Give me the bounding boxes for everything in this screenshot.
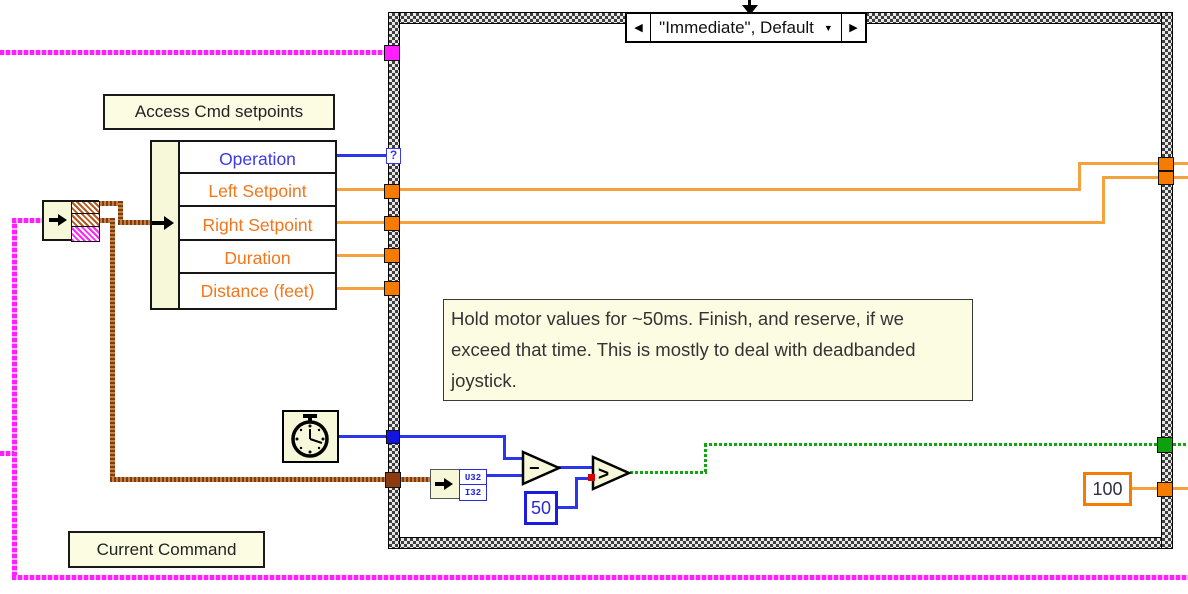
greater-than-node[interactable]: > xyxy=(591,455,632,491)
wire-blue-u32-out xyxy=(484,474,525,477)
greater-symbol: > xyxy=(598,464,609,485)
unbundle-field-duration[interactable]: Duration xyxy=(178,239,337,278)
chevron-down-icon[interactable]: ▼ xyxy=(823,22,833,33)
wire-blue-clock xyxy=(338,435,505,438)
wire-100-out xyxy=(1132,487,1160,490)
tunnel-distance[interactable] xyxy=(384,281,400,296)
constant-50[interactable]: 50 xyxy=(524,491,558,525)
wire-brown-to-timeref xyxy=(110,477,432,482)
wire-left-setpoint-out xyxy=(333,188,386,191)
wire-brown-out1-c xyxy=(118,220,154,225)
tunnel-duration[interactable] xyxy=(384,248,400,263)
unbundle-field-distance[interactable]: Distance (feet) xyxy=(178,272,337,310)
cluster-unbundle-node[interactable] xyxy=(42,200,100,242)
wire-duration-out xyxy=(333,254,386,257)
wire-left-setpoint-exit xyxy=(1174,162,1188,165)
wire-right-setpoint-in xyxy=(400,221,1105,224)
wire-left-setpoint-in xyxy=(400,188,1081,191)
case-structure-border-bottom xyxy=(388,537,1173,549)
case-selector-label[interactable]: "Immediate", Default ▼ xyxy=(650,14,842,41)
tunnel-out-100[interactable] xyxy=(1157,482,1173,497)
tunnel-left-setpoint[interactable] xyxy=(384,184,400,199)
wire-pink-to-unbundle xyxy=(12,218,42,223)
selector-pointer-arrow-icon xyxy=(742,5,758,15)
wire-right-setpoint-top xyxy=(1102,176,1161,179)
tunnel-out-boolean[interactable] xyxy=(1157,437,1173,453)
cluster-type-icon xyxy=(71,226,100,242)
input-arrow-icon xyxy=(58,214,67,226)
clock-icon xyxy=(291,414,329,458)
label-current-command: Current Command xyxy=(68,531,265,568)
wire-blue-clock-down xyxy=(503,435,506,460)
case-selector-text: "Immediate", Default xyxy=(659,17,814,37)
wire-green-out xyxy=(630,471,707,474)
input-arrow-icon xyxy=(152,221,165,225)
constant-100[interactable]: 100 xyxy=(1083,472,1132,506)
wire-green-rise xyxy=(704,444,707,474)
wire-pink-left-vertical xyxy=(12,218,17,580)
case-selector-terminal[interactable]: ? xyxy=(386,148,401,164)
timestamp-unbundle-node[interactable]: U32 I32 xyxy=(430,469,487,501)
subtract-node[interactable]: − xyxy=(521,450,561,486)
wire-right-setpoint-out xyxy=(333,221,386,224)
wire-brown-out1-b xyxy=(118,201,123,225)
unbundle-field-operation[interactable]: Operation xyxy=(178,140,337,178)
wire-100-exit xyxy=(1173,487,1188,490)
case-next-button[interactable]: ▶ xyxy=(849,22,858,34)
case-prev-button[interactable]: ◀ xyxy=(634,22,643,34)
wire-blue-sub-out xyxy=(557,466,595,469)
wire-blue-50-c xyxy=(575,477,595,480)
tunnel-out-right-setpoint[interactable] xyxy=(1158,171,1174,185)
comment-box: Hold motor values for ~50ms. Finish, and… xyxy=(443,299,973,401)
wire-left-setpoint-top xyxy=(1078,162,1161,165)
selector-pointer-stem xyxy=(748,0,751,7)
tunnel-right-setpoint[interactable] xyxy=(384,216,400,231)
i32-type-cell: I32 xyxy=(459,484,487,501)
input-arrow-icon xyxy=(164,216,174,230)
case-selector[interactable]: ◀ "Immediate", Default ▼ ▶ xyxy=(625,12,867,43)
wire-brown-out2-a xyxy=(98,218,115,223)
wire-distance-out xyxy=(333,287,386,290)
wire-right-setpoint-rise xyxy=(1102,177,1105,224)
tunnel-clock[interactable] xyxy=(386,430,400,444)
cluster-type-icon xyxy=(71,213,100,229)
wire-left-setpoint-rise xyxy=(1078,163,1081,191)
wire-right-setpoint-exit xyxy=(1174,176,1188,179)
label-access-cmd-setpoints: Access Cmd setpoints xyxy=(103,94,335,130)
subtract-symbol: − xyxy=(529,458,540,478)
cluster-type-icon xyxy=(71,201,100,216)
wire-blue-50-a xyxy=(558,506,578,509)
wire-green-top xyxy=(704,443,1160,446)
wire-blue-sub-in1 xyxy=(503,457,525,460)
wire-blue-operation xyxy=(333,154,386,157)
tick-count-node[interactable] xyxy=(282,410,339,463)
wire-pink-top xyxy=(0,50,386,55)
input-arrow-icon xyxy=(435,482,445,486)
case-structure-border-right xyxy=(1161,12,1173,549)
wire-brown-out2-vertical xyxy=(110,218,115,482)
case-structure-border-left xyxy=(388,12,400,549)
wire-pink-left-branch xyxy=(0,451,14,456)
tunnel-brown-cluster[interactable] xyxy=(385,472,401,488)
input-arrow-icon xyxy=(49,218,59,222)
coercion-dot xyxy=(588,474,595,481)
wire-brown-out1-a xyxy=(98,201,123,206)
input-arrow-icon xyxy=(444,478,453,490)
tunnel-out-left-setpoint[interactable] xyxy=(1158,157,1174,171)
wire-green-exit xyxy=(1173,443,1188,446)
wire-blue-50-b xyxy=(575,478,578,509)
unbundle-field-right-setpoint[interactable]: Right Setpoint xyxy=(178,205,337,245)
wire-pink-bottom xyxy=(12,575,1188,580)
tunnel-pink-cluster[interactable] xyxy=(384,45,400,61)
